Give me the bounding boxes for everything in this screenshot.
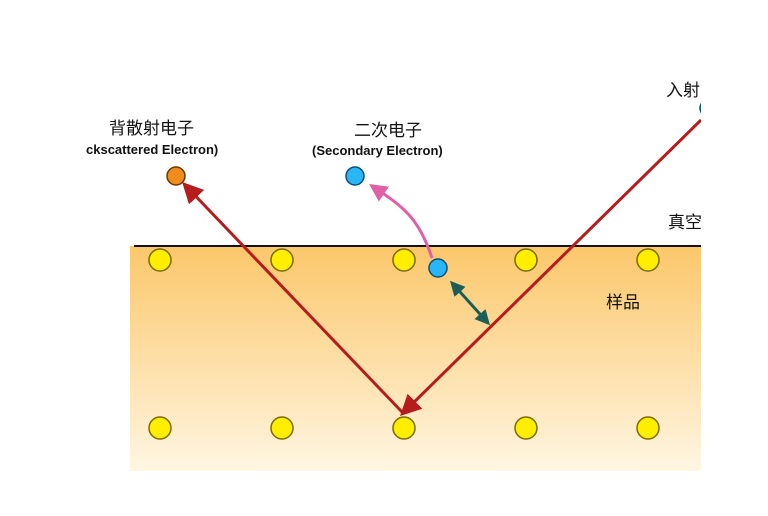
atom <box>270 248 294 272</box>
atom <box>514 248 538 272</box>
atom <box>636 416 660 440</box>
atom <box>148 416 172 440</box>
secondary-electron <box>345 166 365 186</box>
secondary-electron-source <box>428 258 448 278</box>
right-crop-mask <box>701 0 768 512</box>
atom <box>148 248 172 272</box>
incident-label-cn: 入射 <box>666 81 700 101</box>
backscattered-electron <box>166 166 186 186</box>
atom <box>392 248 416 272</box>
atom <box>636 248 660 272</box>
backscattered-electron-label-cn: 背散射电子 <box>109 119 194 139</box>
secondary-electron-path <box>369 183 434 259</box>
secondary-electron-label-cn: 二次电子 <box>354 121 422 141</box>
atom <box>392 416 416 440</box>
backscattered-beam-line <box>182 181 405 415</box>
atom-lattice <box>148 248 660 440</box>
interaction-double-arrow <box>449 280 491 326</box>
sample-region <box>130 246 701 471</box>
atom <box>514 416 538 440</box>
secondary-electron-label-en: (Secondary Electron) <box>312 143 443 158</box>
vacuum-label-cn: 真空 <box>668 213 702 233</box>
atom <box>270 416 294 440</box>
incident-beam-line <box>400 118 703 416</box>
sample-label-cn: 样品 <box>606 293 640 313</box>
backscattered-electron-label-en: ckscattered Electron) <box>86 142 219 157</box>
